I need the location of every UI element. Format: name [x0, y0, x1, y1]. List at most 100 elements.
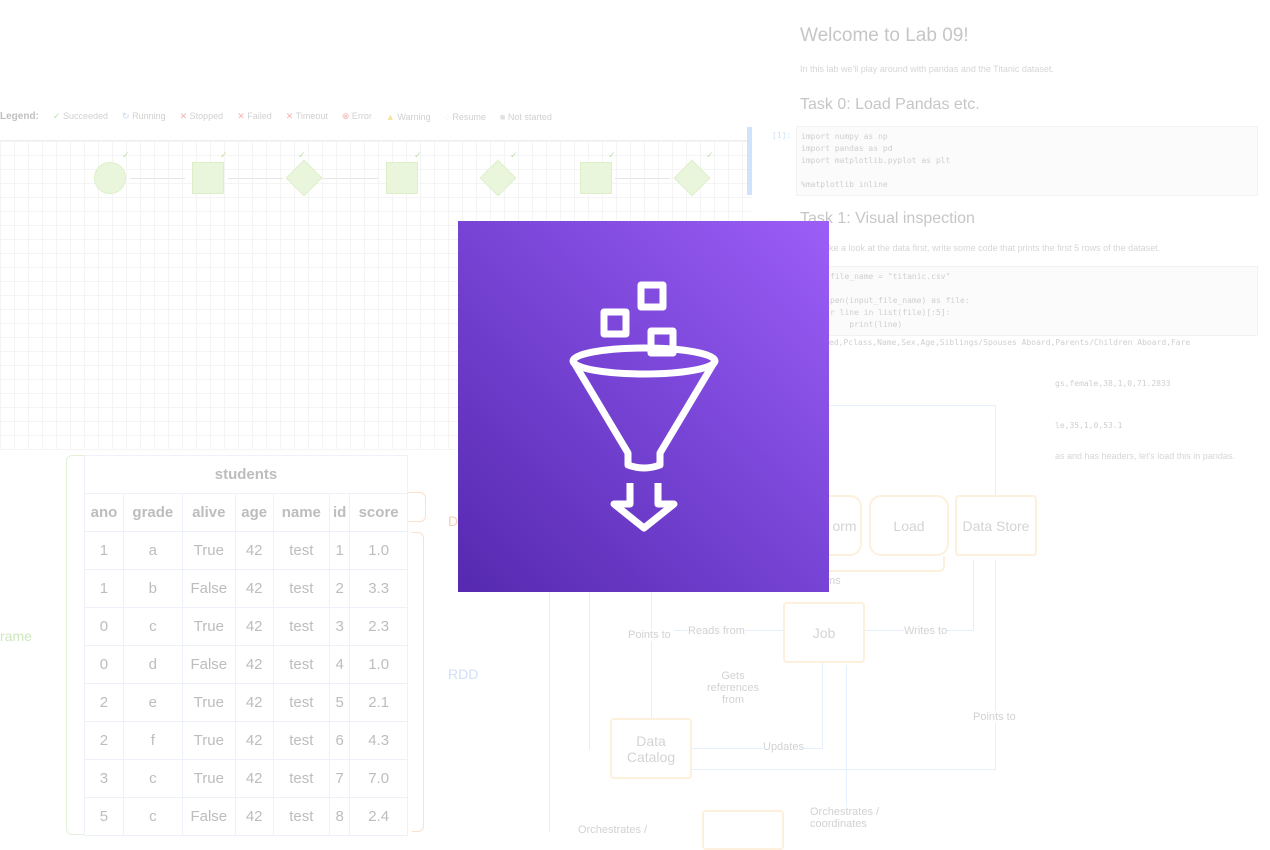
table-cell: 3.3 [349, 569, 408, 608]
check-icon: ✓ [220, 150, 228, 160]
table-cell: True [181, 759, 236, 798]
group-bracket [829, 556, 945, 572]
table-cell: 5 [329, 683, 351, 722]
table-cell: c [122, 759, 183, 798]
table-cell: 3 [84, 759, 124, 798]
connector [549, 592, 550, 832]
legend-item: ↻ Running [122, 111, 166, 121]
data-pipeline-logo [458, 221, 829, 592]
table-cell: 1.0 [349, 645, 408, 684]
connector [615, 178, 670, 179]
table-cell: True [181, 607, 236, 646]
edge-label: Points to [628, 629, 671, 641]
connector [692, 769, 996, 770]
cell-output: gs,female,38,1,0,71.2833 [1055, 379, 1171, 388]
table-cell: 1.0 [349, 531, 408, 570]
schema-label: D [448, 513, 459, 529]
table-cell: a [122, 531, 183, 570]
table-cell: 7.0 [349, 759, 408, 798]
table-cell: 4 [329, 645, 351, 684]
resume-icon: ◌ [444, 111, 450, 122]
table-cell: f [122, 721, 183, 760]
transform-node[interactable]: orm [829, 495, 862, 556]
condition-node[interactable] [479, 159, 517, 197]
table-cell: False [181, 569, 236, 608]
crawler-node[interactable] [580, 162, 612, 194]
table-cell: b [122, 569, 183, 608]
connector [846, 665, 847, 810]
legend-item: ▲ Warning [385, 111, 431, 122]
table-cell: 1 [329, 531, 351, 570]
table-cell: 4.3 [349, 721, 408, 760]
connector [995, 405, 996, 495]
table-cell: 42 [234, 759, 274, 798]
connector [228, 178, 283, 179]
condition-node[interactable] [673, 159, 711, 197]
legend-item: ⊗ Error [341, 111, 372, 121]
edge-label: Writes to [904, 625, 948, 637]
column-header: id [329, 493, 351, 532]
task1-text: ke a look at the data first, write some … [829, 243, 1161, 253]
column-header: alive [181, 493, 236, 532]
connector [130, 178, 185, 179]
rdd-brace [412, 532, 424, 832]
condition-node[interactable] [285, 159, 323, 197]
error-icon: ⊗ [341, 111, 350, 121]
data-store-node[interactable]: Data Store [955, 495, 1037, 556]
connector [692, 748, 822, 749]
crawler-node[interactable] [192, 162, 224, 194]
edge-label: Reads from [688, 625, 745, 637]
table-cell: True [181, 683, 236, 722]
notebook-title: Welcome to Lab 09! [800, 25, 969, 46]
check-icon: ✓ [414, 150, 422, 160]
cell-output: ed,Pclass,Name,Sex,Age,Siblings/Spouses … [829, 338, 1191, 347]
table-cell: 42 [234, 569, 274, 608]
scrollbar[interactable] [747, 127, 752, 195]
table-cell: 42 [234, 607, 274, 646]
table-cell: 1 [84, 569, 124, 608]
warning-icon: ▲ [385, 111, 395, 122]
data-catalog-node[interactable]: Data Catalog [610, 718, 692, 779]
trigger-node[interactable] [94, 162, 126, 194]
edge-label: Orchestrates / coordinates [810, 806, 890, 830]
table-cell: test [272, 607, 331, 646]
column-header: score [349, 493, 408, 532]
scheduler-node[interactable] [702, 810, 784, 850]
table-cell: 42 [234, 645, 274, 684]
table-cell: 2 [329, 569, 351, 608]
legend-item: ✓ Succeeded [52, 111, 108, 121]
dataframe-label: rame [0, 628, 32, 644]
legend-item: ◌ Resume [444, 111, 486, 122]
table-cell: 2.1 [349, 683, 408, 722]
table-title: students [84, 455, 408, 494]
table-cell: 42 [234, 683, 274, 722]
edge-label: Gets references from [703, 670, 763, 706]
x-icon: ✕ [237, 111, 245, 121]
code-cell[interactable]: file_name = "titanic.csv"pen(input_file_… [796, 266, 1258, 336]
load-node[interactable]: Load [869, 495, 949, 556]
x-icon: ✕ [179, 111, 188, 121]
job-node[interactable]: Job [783, 602, 865, 663]
table-cell: d [122, 645, 183, 684]
table-cell: test [272, 683, 331, 722]
connector [829, 405, 995, 406]
table-cell: 42 [234, 721, 274, 760]
legend-title: Legend: [0, 111, 39, 122]
check-icon: ✓ [608, 150, 616, 160]
table-cell: 6 [329, 721, 351, 760]
table-cell: test [272, 569, 331, 608]
edge-label: Orchestrates / [578, 824, 648, 836]
connector [973, 560, 974, 631]
table-cell: 7 [329, 759, 351, 798]
table-cell: 2.3 [349, 607, 408, 646]
job-node[interactable] [386, 162, 418, 194]
table-cell: False [181, 645, 236, 684]
